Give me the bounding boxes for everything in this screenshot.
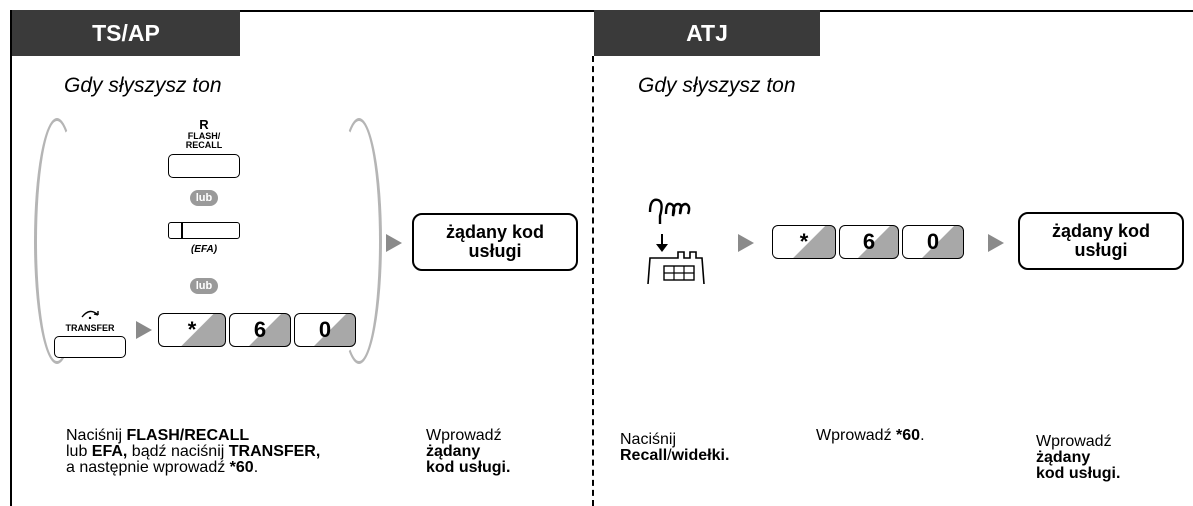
panel-divider — [592, 56, 594, 506]
desc2-l3: kod usługi. — [426, 459, 511, 476]
left-description-1: Naciśnij FLASH/RECALL lub EFA, bądź naci… — [66, 428, 416, 476]
flash-key-line2: RECALL — [185, 140, 223, 150]
right-description-1: Naciśnij Recall/widełki. — [620, 432, 800, 464]
desc1-l3b: *60 — [229, 459, 254, 476]
transfer-arrow-icon — [81, 310, 99, 320]
right-dial-star: * — [772, 225, 836, 259]
transfer-label: TRANSFER — [65, 323, 115, 333]
left-dial-6: 6 — [229, 313, 291, 347]
flash-key-letter: R — [199, 117, 209, 132]
desc1-l1a: Naciśnij — [66, 427, 127, 444]
left-arrow-service — [386, 234, 402, 252]
frame-left-border — [10, 10, 12, 506]
left-arrow-transfer — [136, 321, 152, 339]
flash-key-body — [168, 154, 240, 178]
rdesc1-l2b: / — [667, 447, 672, 464]
desc1-l3a: a następnie wprowadź — [66, 459, 230, 476]
right-service-line1: żądany kod — [1051, 221, 1151, 241]
right-prompt: Gdy słyszysz ton — [638, 74, 796, 97]
desc1-l2c: bądź naciśnij — [127, 443, 229, 460]
efa-key-body — [168, 222, 240, 239]
left-service-line2: usługi — [468, 241, 522, 261]
desc2-l1: Wprowadź — [426, 427, 502, 444]
efa-key-divider — [181, 223, 183, 238]
right-description-2: Wprowadź *60. — [816, 428, 996, 444]
hookswitch-icon — [647, 198, 705, 284]
left-dial-star: * — [158, 313, 226, 347]
rdesc3-l2: żądany — [1036, 449, 1091, 466]
left-service-line1: żądany kod — [445, 222, 545, 242]
right-arrow-service — [988, 234, 1004, 252]
flash-recall-key-icon: R FLASH/ RECALL — [168, 118, 240, 178]
desc1-l2b: EFA, — [91, 443, 128, 460]
rdesc1-l2c: widełki. — [671, 447, 730, 464]
rdesc1-l1: Naciśnij — [620, 431, 677, 448]
left-close-paren — [336, 118, 382, 364]
desc1-l1d: RECALL — [184, 427, 250, 444]
left-open-paren — [34, 118, 80, 364]
desc1-l1c: / — [179, 427, 185, 444]
desc1-l3c: . — [253, 459, 259, 476]
efa-label: (EFA) — [190, 244, 218, 255]
rdesc2-l1c: . — [920, 427, 925, 444]
efa-key-icon: (EFA) — [168, 222, 240, 255]
right-dial-0: 0 — [902, 225, 964, 259]
desc1-l1b: FLASH — [126, 427, 180, 444]
tab-atj: ATJ — [594, 10, 820, 56]
right-service-line2: usługi — [1074, 240, 1128, 260]
right-dial-6: 6 — [839, 225, 899, 259]
left-service-code-box: żądany kod usługi — [412, 213, 578, 271]
transfer-key-icon: TRANSFER — [54, 306, 126, 358]
desc2-l2: żądany — [426, 443, 481, 460]
lub-badge-1: lub — [190, 190, 218, 206]
rdesc3-l1: Wprowadź — [1036, 433, 1112, 450]
right-arrow-dial — [738, 234, 754, 252]
desc1-l2a: lub — [66, 443, 92, 460]
right-service-code-box: żądany kod usługi — [1018, 212, 1184, 270]
rdesc1-l2a: Recall — [620, 447, 668, 464]
flash-key-line1: FLASH/ — [187, 131, 221, 141]
rdesc2-l1b: *60 — [896, 427, 921, 444]
tab-ts-ap: TS/AP — [12, 10, 240, 56]
transfer-key-body — [54, 336, 126, 358]
left-dial-0: 0 — [294, 313, 356, 347]
rdesc2-l1a: Wprowadź — [816, 427, 897, 444]
desc1-l2d: TRANSFER, — [228, 443, 321, 460]
lub-badge-2: lub — [190, 278, 218, 294]
left-description-2: Wprowadź żądany kod usługi. — [426, 428, 576, 476]
left-prompt: Gdy słyszysz ton — [64, 74, 222, 97]
right-description-3: Wprowadź żądany kod usługi. — [1036, 434, 1186, 482]
rdesc3-l3: kod usługi. — [1036, 465, 1121, 482]
